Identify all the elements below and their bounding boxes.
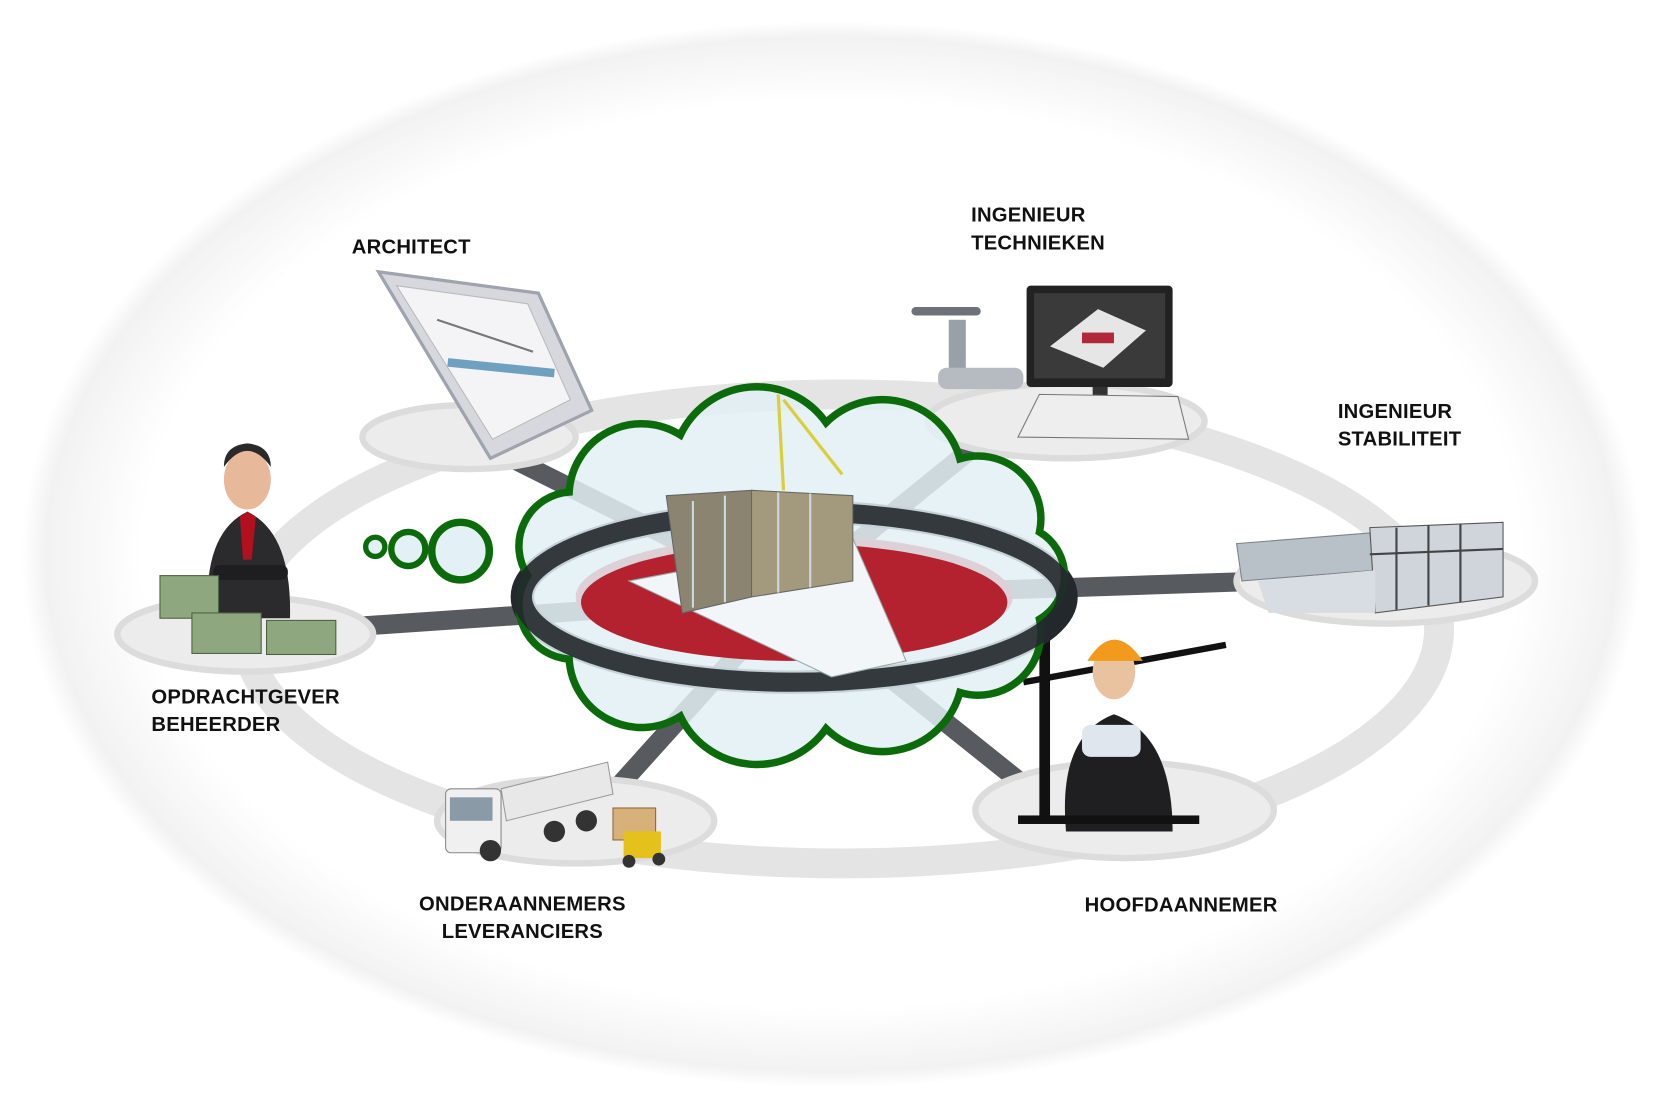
label-client-line2: BEHEERDER: [151, 714, 280, 736]
delivery-truck-icon: [445, 761, 666, 868]
thought-bubble-medium: [388, 528, 429, 570]
label-main-contractor: HOOFDAANNEMER: [1085, 894, 1278, 916]
label-subcontractors-line2: LEVERANCIERS: [442, 921, 603, 943]
label-techniques-line2: TECHNIEKEN: [971, 232, 1105, 254]
label-client-line1: OPDRACHTGEVER: [151, 687, 340, 709]
contractor-with-crane-icon: [1018, 628, 1227, 832]
label-stability-line1: INGENIEUR: [1338, 401, 1453, 423]
steel-structure-icon: [1235, 521, 1504, 614]
thought-bubble-small: [363, 534, 388, 560]
label-techniques-line1: INGENIEUR: [971, 205, 1086, 227]
client-businessman-icon: [159, 443, 337, 656]
building-model-icon: [627, 394, 907, 678]
architect-tablet-icon: [375, 269, 594, 461]
thought-bubble-large: [428, 518, 494, 584]
engineering-monitor-icon: [911, 285, 1190, 440]
label-stability-line2: STABILITEIT: [1338, 429, 1462, 451]
label-subcontractors-line1: ONDERAANNEMERS: [419, 893, 626, 915]
label-architect: ARCHITECT: [352, 237, 471, 259]
